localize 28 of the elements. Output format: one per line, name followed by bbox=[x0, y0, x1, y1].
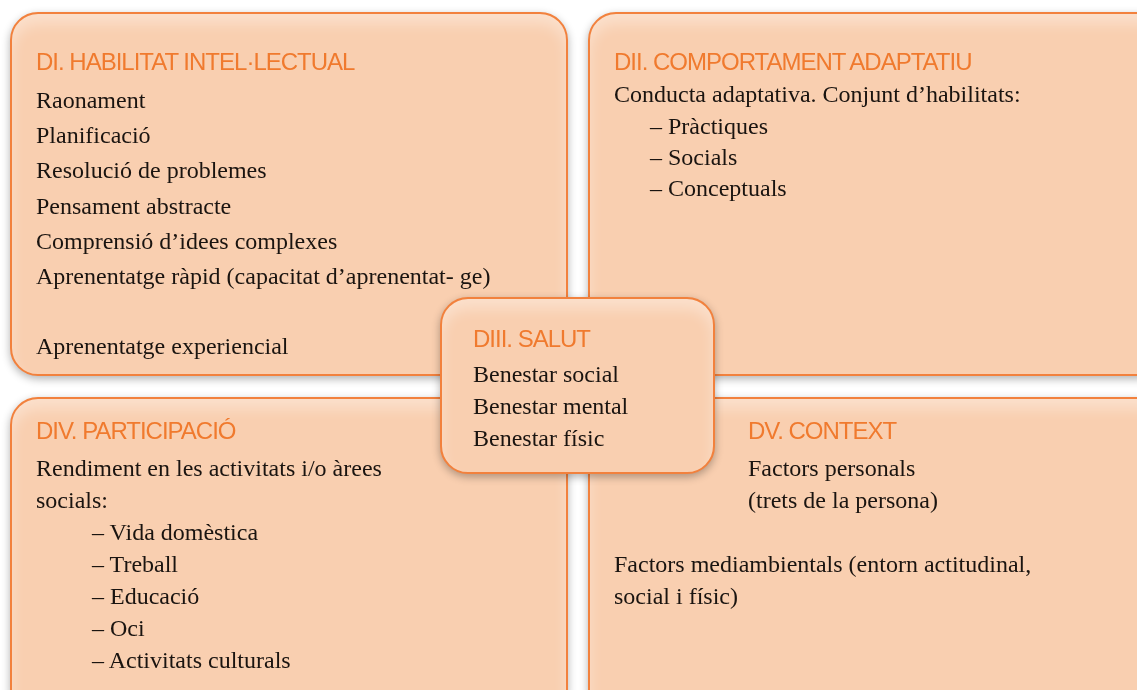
card-heading: DI. HABILITAT INTEL·LECTUAL bbox=[36, 48, 355, 76]
item-text: Resolució de problemes bbox=[36, 156, 267, 185]
item-text: Pensament abstracte bbox=[36, 192, 232, 221]
item-text: Benestar mental bbox=[473, 392, 629, 421]
item-text: – Educació bbox=[92, 582, 200, 611]
item-text: Aprenentatge ràpid (capacitat d’aprenentat- ge) bbox=[36, 262, 492, 291]
item-text: – Socials bbox=[650, 143, 738, 172]
item-text: – Pràctiques bbox=[650, 112, 768, 141]
item-text: Aprenentatge experiencial bbox=[36, 332, 289, 361]
item-text: Benestar físic bbox=[473, 424, 605, 453]
item-text: – Vida domèstica bbox=[92, 518, 259, 547]
item-text: Conducta adaptativa. Conjunt d’habilitats: bbox=[614, 80, 1021, 109]
item-text: – Oci bbox=[92, 614, 145, 643]
card-heading: DIII. SALUT bbox=[473, 325, 591, 353]
item-text: Comprensió d’idees complexes bbox=[36, 227, 338, 256]
card-heading: DV. CONTEXT bbox=[748, 417, 897, 445]
item-text: Planificació bbox=[36, 121, 151, 150]
item-text: Factors personals (trets de la persona) bbox=[748, 454, 939, 515]
card-heading: DIV. PARTICIPACIÓ bbox=[36, 417, 236, 445]
category-card bbox=[440, 297, 715, 474]
item-text: Raonament bbox=[36, 86, 146, 115]
card-heading: DII. COMPORTAMENT ADAPTATIU bbox=[614, 48, 972, 76]
item-text: Benestar social bbox=[473, 360, 619, 389]
item-text: Factors mediambientals (entorn actitudinal, social i físic) bbox=[614, 550, 1033, 611]
item-text: – Treball bbox=[92, 550, 178, 579]
item-text: Rendiment en les activitats i/o àrees socials: bbox=[36, 454, 383, 515]
item-text: – Conceptuals bbox=[650, 174, 787, 203]
item-text: – Activitats culturals bbox=[92, 646, 291, 675]
